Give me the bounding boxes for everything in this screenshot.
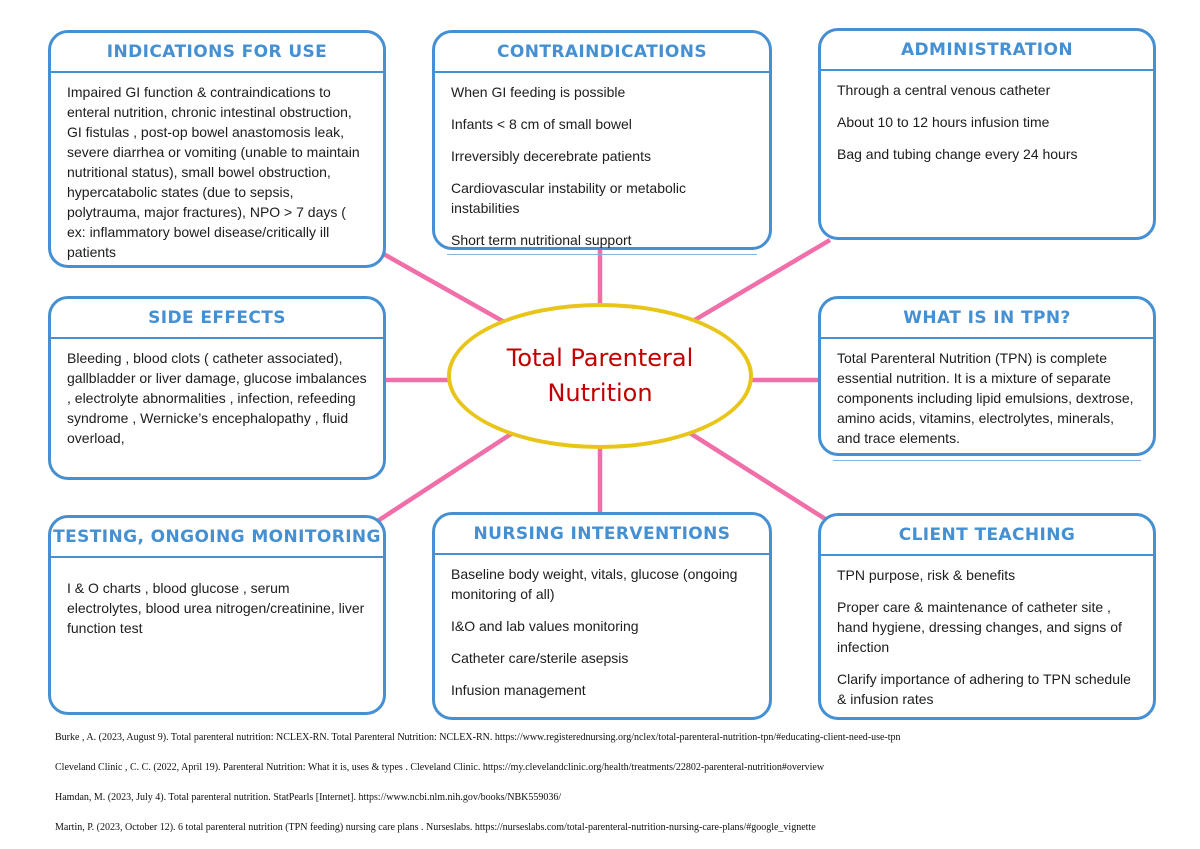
node-title: WHAT IS IN TPN? [821, 299, 1153, 339]
node-paragraph: When GI feeding is possible [451, 84, 626, 100]
node-body: Baseline body weight, vitals, glucose (o… [435, 555, 769, 710]
center-title: Total Parenteral Nutrition [506, 344, 694, 407]
node-body: Total Parenteral Nutrition (TPN) is comp… [821, 339, 1153, 458]
reference: Hamdan, M. (2023, July 4). Total parente… [55, 792, 562, 803]
node-body: Through a central venous catheter About … [821, 71, 1153, 174]
node-paragraph: Total Parenteral Nutrition (TPN) is comp… [837, 350, 1134, 446]
node-title: SIDE EFFECTS [51, 299, 383, 339]
node-client-teaching: CLIENT TEACHING TPN purpose, risk & bene… [818, 513, 1156, 720]
node-paragraph: Irreversibly decerebrate patients [451, 148, 651, 164]
node-nursing-interventions: NURSING INTERVENTIONS Baseline body weig… [432, 512, 772, 720]
node-title: CONTRAINDICATIONS [435, 33, 769, 73]
node-body: When GI feeding is possible Infants < 8 … [435, 73, 769, 260]
node-body: Impaired GI function & contraindications… [51, 73, 383, 272]
node-paragraph: Bleeding , blood clots ( catheter associ… [67, 350, 367, 446]
node-title: TESTING, ONGOING MONITORING [51, 518, 383, 558]
node-paragraph: I & O charts , blood glucose , serum ele… [67, 580, 365, 636]
box-bottom-line [833, 460, 1141, 461]
node-paragraph: Catheter care/sterile asepsis [451, 650, 629, 666]
node-paragraph: Infusion management [451, 682, 586, 698]
box-bottom-line [447, 254, 757, 255]
node-paragraph: Impaired GI function & contraindications… [67, 84, 360, 260]
reference: Burke , A. (2023, August 9). Total paren… [55, 732, 901, 743]
node-paragraph: Baseline body weight, vitals, glucose (o… [451, 566, 738, 602]
node-paragraph: Clarify importance of adhering to TPN sc… [837, 671, 1131, 707]
node-indications-for-use: INDICATIONS FOR USE Impaired GI function… [48, 30, 386, 268]
node-testing-ongoing-monitoring: TESTING, ONGOING MONITORING I & O charts… [48, 515, 386, 715]
node-paragraph: Infants < 8 cm of small bowel [451, 116, 632, 132]
node-paragraph: TPN purpose, risk & benefits [837, 567, 1016, 583]
node-paragraph: About 10 to 12 hours infusion time [837, 114, 1050, 130]
node-title: NURSING INTERVENTIONS [435, 515, 769, 555]
center-node: Total Parenteral Nutrition [447, 303, 753, 449]
node-paragraph: Cardiovascular instability or metabolic … [451, 180, 686, 216]
reference: Cleveland Clinic , C. C. (2022, April 19… [55, 762, 825, 773]
reference: Martin, P. (2023, October 12). 6 total p… [55, 822, 816, 833]
node-paragraph: Bag and tubing change every 24 hours [837, 146, 1078, 162]
node-body: Bleeding , blood clots ( catheter associ… [51, 339, 383, 458]
node-title: INDICATIONS FOR USE [51, 33, 383, 73]
node-title: CLIENT TEACHING [821, 516, 1153, 556]
node-body: I & O charts , blood glucose , serum ele… [51, 558, 383, 648]
node-paragraph: I&O and lab values monitoring [451, 618, 639, 634]
node-paragraph: Short term nutritional support [451, 232, 632, 248]
node-paragraph: Proper care & maintenance of catheter si… [837, 599, 1122, 655]
node-paragraph: Through a central venous catheter [837, 82, 1051, 98]
node-body: TPN purpose, risk & benefits Proper care… [821, 556, 1153, 719]
reference-list: Burke , A. (2023, August 9). Total paren… [55, 732, 1180, 849]
node-contraindications: CONTRAINDICATIONS When GI feeding is pos… [432, 30, 772, 255]
node-what-is-in-tpn: WHAT IS IN TPN? Total Parenteral Nutriti… [818, 296, 1156, 461]
node-administration: ADMINISTRATION Through a central venous … [818, 28, 1156, 240]
node-side-effects: SIDE EFFECTS Bleeding , blood clots ( ca… [48, 296, 386, 480]
node-title: ADMINISTRATION [821, 31, 1153, 71]
